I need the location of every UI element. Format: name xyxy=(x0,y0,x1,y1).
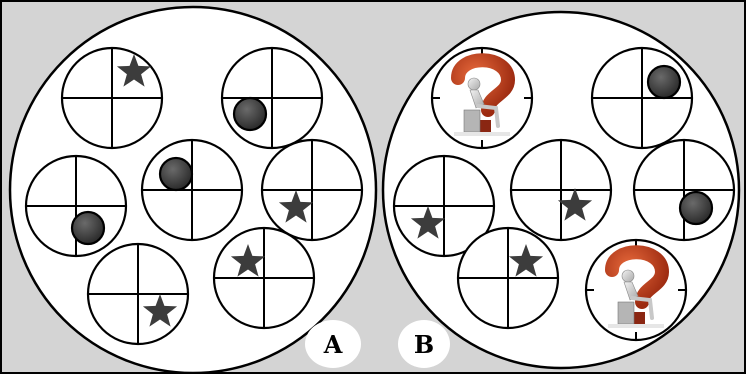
cell-b5 xyxy=(634,140,734,240)
figure-head xyxy=(468,78,480,90)
cell-b1 xyxy=(432,48,532,148)
cell-a2 xyxy=(222,48,322,148)
cell-b2 xyxy=(592,48,692,148)
figure-stool xyxy=(618,302,634,324)
dot-icon xyxy=(72,212,104,244)
dot-icon xyxy=(648,66,680,98)
figure-head xyxy=(622,270,634,282)
figure-stool xyxy=(464,110,480,132)
cell-a6 xyxy=(88,244,188,344)
cell-a3 xyxy=(26,156,126,256)
dot-icon xyxy=(680,192,712,224)
cell-b7 xyxy=(586,240,686,340)
figure-floor xyxy=(608,324,664,328)
cell-b4 xyxy=(511,140,611,240)
dot-icon xyxy=(160,158,192,190)
cell-a7 xyxy=(214,228,314,328)
cell-b6 xyxy=(458,228,558,328)
cell-a4 xyxy=(142,140,242,240)
label-b: B xyxy=(414,330,434,359)
figure-floor xyxy=(454,132,510,136)
label-a: A xyxy=(323,330,343,359)
dot-icon xyxy=(234,98,266,130)
cell-a5 xyxy=(262,140,362,240)
cell-a1 xyxy=(62,48,162,148)
